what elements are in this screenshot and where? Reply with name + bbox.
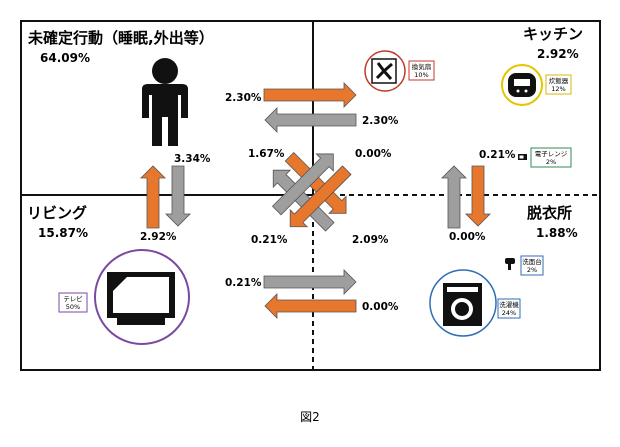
arrow-undetermined-to-kitchen	[263, 82, 357, 108]
fan-percent: 10%	[414, 71, 428, 79]
rice-cooker-icon	[501, 64, 543, 106]
arrow-diagonal-group-a	[272, 151, 347, 232]
arrow-dressing-to-living	[264, 293, 357, 319]
hair-dryer-icon	[505, 258, 515, 270]
zone-living-percent: 15.87%	[38, 226, 88, 240]
flow-kitchen-to-undetermined: 2.30%	[362, 115, 399, 127]
flow-undetermined-to-kitchen: 2.30%	[225, 92, 262, 104]
fan-name: 換気扇	[412, 62, 432, 71]
flow-living-to-dressing: 0.21%	[225, 277, 262, 289]
tv-name: テレビ	[63, 294, 83, 303]
oven-percent: 2%	[546, 158, 556, 166]
tv-label-box: テレビ 50%	[58, 292, 88, 313]
arrow-kitchen-to-undetermined	[264, 107, 357, 133]
arrow-kitchen-to-dressing	[465, 165, 491, 227]
flow-kitchen-to-dressing: 0.21%	[479, 149, 516, 161]
oven-name: 電子レンジ	[535, 150, 568, 158]
zone-kitchen-percent: 2.92%	[537, 47, 579, 61]
zone-living-name: リビング	[27, 204, 87, 222]
arrow-living-to-dressing	[263, 269, 357, 295]
dryer-percent: 2%	[527, 266, 537, 274]
washer-percent: 24%	[502, 309, 516, 317]
microwave-icon	[518, 154, 527, 160]
washer-label-box: 洗濯機 24%	[497, 298, 521, 319]
arrow-living-to-undetermined	[140, 165, 166, 229]
zone-undetermined-name: 未確定行動（睡眠,外出等）	[27, 29, 214, 47]
flow-living-to-undetermined: 2.92%	[140, 231, 177, 243]
arrow-dressing-to-kitchen	[441, 165, 467, 229]
ventilation-fan-icon	[364, 50, 406, 92]
oven-label-box: 電子レンジ 2%	[530, 147, 572, 168]
arrow-diagonal-group-b	[271, 153, 352, 228]
dryer-name: 洗面台	[522, 257, 542, 266]
flow-kitchen-to-living-upper: 1.67%	[248, 148, 285, 160]
arrow-living-to-kitchen	[271, 153, 334, 216]
person-icon	[142, 58, 188, 146]
flow-dressing-to-kitchen: 0.00%	[449, 231, 486, 243]
arrow-kitchen-to-living	[289, 165, 352, 228]
arrow-undetermined-to-living	[165, 165, 191, 227]
tv-percent: 50%	[66, 303, 80, 311]
fan-label-box: 換気扇 10%	[408, 60, 435, 81]
flow-dressing-to-undetermined: 2.09%	[352, 234, 389, 246]
television-icon	[94, 249, 190, 345]
figure-caption: 図2	[300, 410, 320, 424]
flow-undetermined-to-dressing: 0.00%	[355, 148, 392, 160]
cooker-percent: 12%	[551, 85, 565, 93]
arrow-undetermined-to-dressing	[284, 151, 347, 214]
flow-dressing-to-living: 0.00%	[362, 301, 399, 313]
cooker-name: 炊飯器	[549, 76, 569, 85]
zone-dressing-name: 脱衣所	[527, 204, 572, 222]
flow-undetermined-to-living: 3.34%	[174, 153, 211, 165]
flow-kitchen-to-living-lower: 0.21%	[251, 234, 288, 246]
cooker-label-box: 炊飯器 12%	[545, 74, 572, 95]
zone-dressing-percent: 1.88%	[536, 226, 578, 240]
washing-machine-icon	[429, 269, 497, 337]
arrow-dressing-to-undetermined	[272, 169, 335, 232]
dryer-label-box: 洗面台 2%	[520, 255, 544, 276]
zone-undetermined-percent: 64.09%	[40, 51, 90, 65]
washer-name: 洗濯機	[499, 300, 519, 309]
zone-kitchen-name: キッチン	[523, 25, 583, 43]
